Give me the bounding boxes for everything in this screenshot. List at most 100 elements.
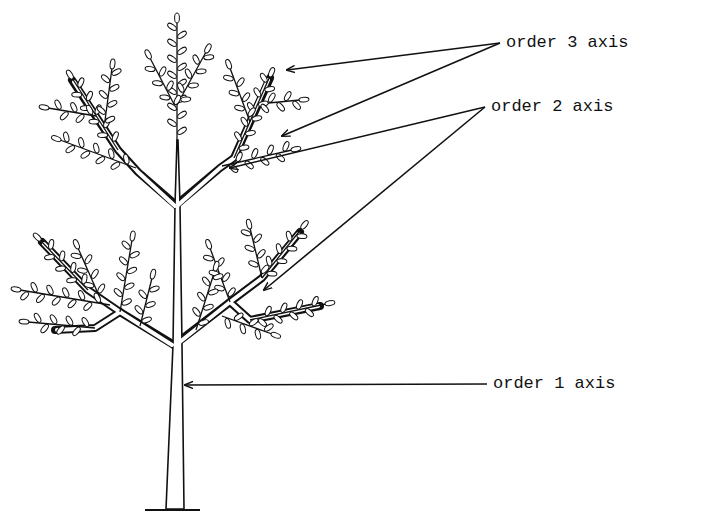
order2-branch xyxy=(42,242,174,345)
leaf xyxy=(239,144,250,151)
leaf xyxy=(113,287,123,297)
leaf xyxy=(229,90,240,97)
leaf xyxy=(256,248,266,259)
leaf xyxy=(203,255,214,262)
leaf xyxy=(236,77,246,88)
leaf xyxy=(80,150,91,160)
leaf xyxy=(240,116,249,127)
leaf xyxy=(267,271,277,276)
leaf xyxy=(110,161,121,171)
twig xyxy=(40,240,88,290)
leaf xyxy=(181,97,191,103)
leaf xyxy=(160,94,171,100)
twig xyxy=(177,52,206,105)
order2-branch-fill xyxy=(74,82,175,206)
leaf xyxy=(39,104,50,110)
leaf xyxy=(245,130,256,137)
leaf xyxy=(325,300,336,307)
twig xyxy=(150,58,177,110)
leaf xyxy=(228,163,239,173)
leaf xyxy=(205,239,213,250)
leaf xyxy=(275,243,282,254)
branch-fill xyxy=(44,80,318,345)
leaf xyxy=(71,326,81,337)
twig xyxy=(234,76,270,158)
leaf xyxy=(248,260,259,268)
leaf xyxy=(176,82,185,93)
leaf xyxy=(244,244,255,252)
leaf xyxy=(59,111,69,121)
leaf xyxy=(253,87,262,98)
leaf xyxy=(84,254,93,265)
leaf xyxy=(65,69,74,80)
callout-label: order 1 axis xyxy=(492,374,616,394)
leaf xyxy=(126,266,137,275)
leaf xyxy=(311,296,319,307)
leaf xyxy=(51,135,62,143)
leaf xyxy=(11,286,22,292)
leaf xyxy=(227,287,237,298)
leaf xyxy=(196,68,206,74)
leaf xyxy=(167,22,178,32)
leaf xyxy=(282,141,290,152)
leaf xyxy=(19,291,29,301)
leaf xyxy=(121,298,132,307)
leaf xyxy=(251,148,259,159)
leaf xyxy=(78,137,85,148)
leaf xyxy=(295,299,303,310)
leaf xyxy=(33,312,42,323)
leaf xyxy=(213,273,224,281)
leaf xyxy=(177,110,188,120)
leaf xyxy=(123,154,130,165)
leaf xyxy=(55,266,66,272)
leaf-group xyxy=(11,13,336,340)
leaf xyxy=(276,101,286,112)
leaf xyxy=(167,54,178,64)
leaf xyxy=(167,118,178,128)
leaf xyxy=(266,144,274,155)
leaf xyxy=(167,38,178,48)
callout-label: order 2 axis xyxy=(490,97,614,117)
leaf xyxy=(129,250,140,259)
leaf xyxy=(51,296,61,306)
leaf xyxy=(97,283,106,294)
leaf xyxy=(166,80,175,91)
leaf xyxy=(67,298,77,308)
leaf xyxy=(184,68,193,79)
leaf xyxy=(105,115,116,124)
twig-group xyxy=(20,22,326,334)
leaf xyxy=(192,306,202,317)
leaf xyxy=(98,89,109,99)
leaf xyxy=(95,155,106,165)
leaf xyxy=(32,232,42,243)
leaf xyxy=(196,291,206,302)
order2-branch xyxy=(72,80,176,205)
leaf xyxy=(177,46,188,56)
twig xyxy=(222,316,272,334)
leaf xyxy=(48,239,55,250)
leaf xyxy=(267,92,276,103)
leaf xyxy=(260,264,270,275)
order2-branch xyxy=(176,78,270,205)
leaf xyxy=(77,77,85,88)
twig xyxy=(262,228,302,278)
leaf xyxy=(145,66,156,72)
leaf xyxy=(239,323,246,334)
leaf xyxy=(77,290,86,301)
leaf xyxy=(54,99,63,110)
leaf xyxy=(49,314,58,325)
leaf xyxy=(93,292,102,303)
leaf xyxy=(85,104,94,115)
leaf xyxy=(96,105,107,115)
leaf xyxy=(72,239,80,250)
leaf xyxy=(109,59,115,70)
leaf xyxy=(141,316,152,324)
twig xyxy=(196,270,215,330)
leaf xyxy=(259,72,268,83)
leaf xyxy=(264,86,275,93)
leaf xyxy=(288,311,299,321)
leaf xyxy=(109,84,120,93)
leaf xyxy=(44,254,55,260)
leaf xyxy=(175,13,180,23)
